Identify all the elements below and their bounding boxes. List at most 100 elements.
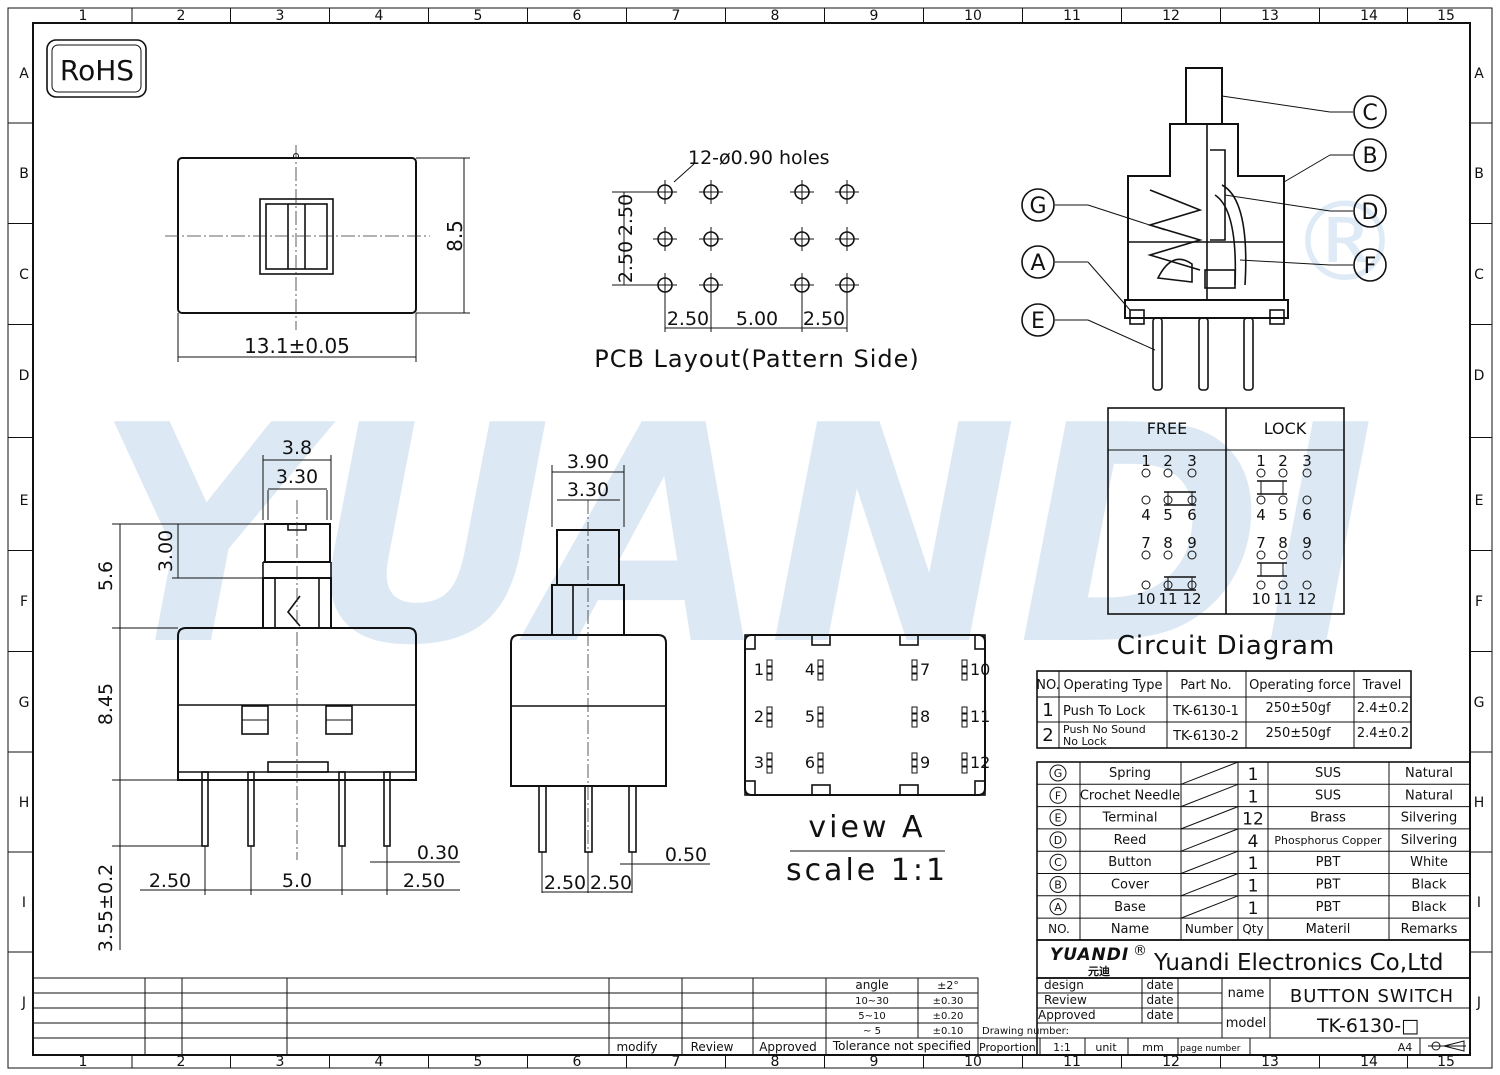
side-view-dim-w1: 3.90 <box>567 451 609 473</box>
top-view-height-dim: 8.5 <box>443 220 467 252</box>
row-label-left: G <box>19 695 30 711</box>
pcb-pitch-h3: 2.50 <box>803 308 845 330</box>
bom-no-circle <box>1049 809 1067 827</box>
terminal-pad <box>911 659 918 667</box>
terminal-pad <box>817 673 824 681</box>
contact-node <box>1187 468 1197 478</box>
rev-modify: modify <box>616 1040 657 1054</box>
terminal-pad <box>911 673 918 681</box>
row-label-right: B <box>1474 166 1484 182</box>
contact-node <box>1141 550 1151 560</box>
terminal-pad <box>911 713 918 721</box>
front-view-dim-pin-w: 0.30 <box>417 842 459 864</box>
tol-r3v: ±0.10 <box>933 1026 964 1037</box>
circuit-free-pin-label: 11 <box>1158 590 1177 608</box>
circuit-lock-pin-label: 7 <box>1256 534 1266 552</box>
col-label-bottom: 11 <box>1063 1054 1081 1070</box>
col-label-bottom: 1 <box>79 1054 88 1070</box>
terminal-pad <box>817 752 824 760</box>
view-a-pin-label: 3 <box>754 753 764 772</box>
bom-remark: Natural <box>1405 788 1453 803</box>
col-label-top: 9 <box>870 8 879 24</box>
contact-node <box>1278 468 1288 478</box>
terminal-pad <box>911 666 918 674</box>
op-table-header: Operating force <box>1249 678 1351 693</box>
circuit-free-pin-label: 2 <box>1163 452 1173 470</box>
callout-label: E <box>1031 309 1045 334</box>
front-view-dim-w1: 3.8 <box>282 437 312 459</box>
row-label-right: E <box>1475 493 1484 509</box>
bom-no-circle <box>1049 764 1067 782</box>
terminal-pad <box>766 752 773 760</box>
circuit-free-pin-label: 12 <box>1182 590 1201 608</box>
row-label-left: D <box>19 368 30 384</box>
terminal-pad <box>961 673 968 681</box>
tol-angle-v: ±2° <box>937 979 959 992</box>
view-a-pin-label: 8 <box>920 707 930 726</box>
callout-circle <box>1353 248 1387 282</box>
op-table-no: 1 <box>1042 700 1053 721</box>
tb-drawing-number: Drawing number: <box>982 1026 1069 1037</box>
view-a-pin-label: 5 <box>805 707 815 726</box>
bom-name: Base <box>1114 900 1146 915</box>
contact-node <box>1141 495 1151 505</box>
bom-name: Cover <box>1111 878 1150 893</box>
op-table-travel: 2.4±0.2 <box>1357 701 1409 716</box>
circuit-lock-pin-label: 10 <box>1251 590 1270 608</box>
col-label-bottom: 9 <box>870 1054 879 1070</box>
tolerance-block: angle ±2° 10~30 ±0.30 5~10 ±0.20 ~ 5 ±0.… <box>825 977 979 1056</box>
revision-block: modify Review Approved <box>32 977 827 1056</box>
bom-header-material: Materil <box>1306 922 1351 937</box>
contact-node <box>1256 495 1266 505</box>
circuit-lock-pin-label: 3 <box>1302 452 1312 470</box>
contact-node <box>1278 550 1288 560</box>
op-table-type: Push No Sound <box>1063 723 1146 736</box>
bom-qty: 1 <box>1248 765 1259 785</box>
side-view-dim-p1: 2.50 <box>544 872 586 894</box>
bom-name: Spring <box>1109 766 1151 781</box>
col-label-bottom: 10 <box>964 1054 982 1070</box>
bom-remark: Silvering <box>1401 811 1458 826</box>
col-label-bottom: 5 <box>474 1054 483 1070</box>
contact-node <box>1302 550 1312 560</box>
circuit-lock-pin-label: 8 <box>1278 534 1288 552</box>
tb-design: design <box>1044 978 1084 992</box>
row-label-left: B <box>19 166 29 182</box>
callout-circle <box>1021 188 1055 222</box>
row-label-right: J <box>1476 995 1481 1011</box>
circuit-diagram-title: Circuit Diagram <box>1117 631 1336 661</box>
circuit-lock-label: LOCK <box>1264 419 1307 438</box>
col-label-bottom: 14 <box>1360 1054 1378 1070</box>
view-a-pin-label: 12 <box>970 753 990 772</box>
op-table-travel: 2.4±0.2 <box>1357 726 1409 741</box>
row-label-left: A <box>19 66 29 82</box>
terminal-pad <box>961 659 968 667</box>
col-label-top: 3 <box>276 8 285 24</box>
pcb-pitch-h2: 5.00 <box>736 308 778 330</box>
side-view: 3.90 3.30 2.50 2.50 0.50 <box>510 451 710 894</box>
front-view-dim-p1: 2.50 <box>149 870 191 892</box>
bom-no-circle <box>1049 876 1067 893</box>
bom-qty: 1 <box>1248 787 1259 807</box>
rev-approved: Approved <box>759 1040 817 1054</box>
view-a-pin-label: 6 <box>805 753 815 772</box>
callout-label: B <box>1362 144 1377 169</box>
contact-node <box>1278 495 1288 505</box>
circuit-lock-pin-label: 9 <box>1302 534 1312 552</box>
front-view-dim-w2: 3.30 <box>276 466 318 488</box>
op-table-force: 250±50gf <box>1265 726 1330 741</box>
tb-page-number: page number <box>1180 1044 1241 1054</box>
tol-r2v: ±0.20 <box>933 1011 964 1022</box>
view-a-pin-label: 10 <box>970 660 990 679</box>
col-label-top: 1 <box>79 8 88 24</box>
circuit-lock-pin-label: 2 <box>1278 452 1288 470</box>
terminal-pad <box>766 713 773 721</box>
bom-qty: 12 <box>1242 810 1264 830</box>
front-view-dim-p2: 5.0 <box>282 870 312 892</box>
bom-remark: Black <box>1411 878 1447 893</box>
company-block: YUANDI 元迪 ® Yuandi Electronics Co,Ltd <box>1036 939 1471 979</box>
bom-no-circle <box>1049 831 1067 849</box>
op-table-part: TK-6130-2 <box>1172 729 1239 744</box>
view-a-pin-label: 11 <box>970 707 990 726</box>
circuit-lock-pin-label: 6 <box>1302 506 1312 524</box>
